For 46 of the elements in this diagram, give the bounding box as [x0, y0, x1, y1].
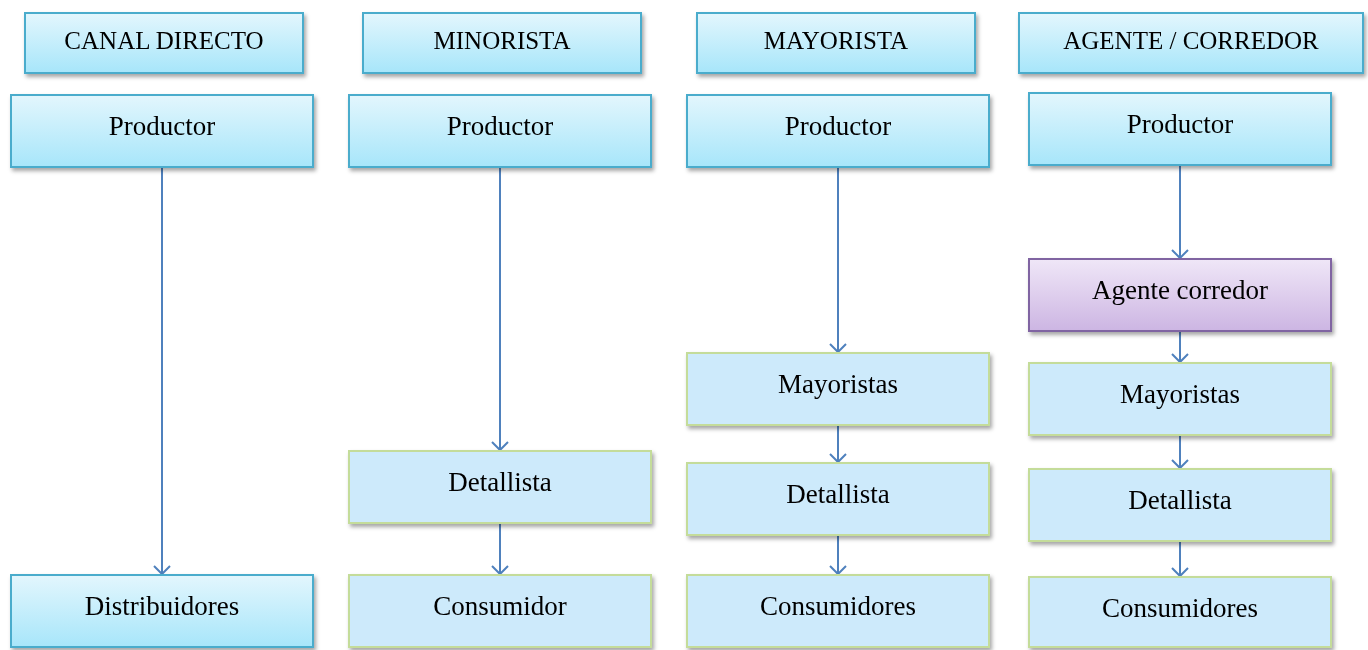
box-label: Mayoristas	[1120, 378, 1240, 411]
process-box	[348, 94, 652, 168]
process-box	[686, 574, 990, 648]
arrow	[829, 167, 847, 353]
arrow	[1171, 541, 1189, 577]
arrow	[1171, 331, 1189, 363]
box-label: MAYORISTA	[763, 26, 909, 56]
box-label: Detallista	[1128, 484, 1232, 517]
process-box	[1028, 576, 1332, 648]
box-label: Detallista	[448, 466, 552, 499]
process-box	[10, 574, 314, 648]
box-label: Consumidores	[760, 590, 916, 623]
process-box	[696, 12, 976, 74]
process-box	[1028, 362, 1332, 436]
process-box	[1018, 12, 1364, 74]
box-label: Productor	[1126, 108, 1234, 141]
process-box	[686, 94, 990, 168]
process-box	[686, 462, 990, 536]
process-box	[10, 94, 314, 168]
box-label: Productor	[784, 110, 892, 143]
process-box	[348, 574, 652, 648]
box-label: AGENTE / CORREDOR	[1063, 26, 1319, 56]
arrow	[1171, 165, 1189, 259]
arrow	[829, 425, 847, 463]
arrow	[153, 167, 171, 575]
process-box	[1028, 92, 1332, 166]
box-label: Productor	[446, 110, 554, 143]
process-box	[362, 12, 642, 74]
arrow	[491, 167, 509, 451]
process-box	[1028, 468, 1332, 542]
arrow	[491, 523, 509, 575]
box-label: Distribuidores	[84, 590, 240, 623]
arrow	[1171, 435, 1189, 469]
process-box	[348, 450, 652, 524]
box-label: MINORISTA	[433, 26, 571, 56]
process-box	[686, 352, 990, 426]
box-label: Consumidor	[433, 590, 567, 623]
process-box	[1028, 258, 1332, 332]
box-label: Detallista	[786, 478, 890, 511]
process-box	[24, 12, 304, 74]
box-label: Mayoristas	[778, 368, 898, 401]
box-label: Productor	[108, 110, 216, 143]
box-label: Consumidores	[1102, 592, 1258, 625]
box-label: CANAL DIRECTO	[64, 26, 264, 56]
box-label: Agente corredor	[1091, 274, 1269, 307]
arrow	[829, 535, 847, 575]
